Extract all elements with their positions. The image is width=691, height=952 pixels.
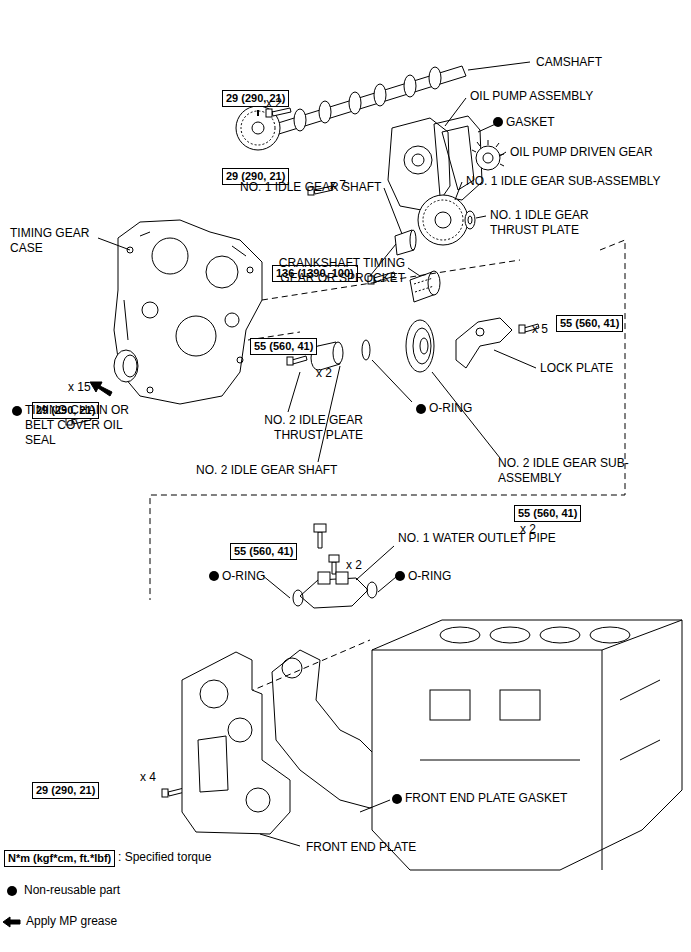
legend-text: Non-reusable part — [24, 883, 120, 898]
torque-value: 29 (290, 21) — [36, 784, 95, 796]
part-name: O-RING — [429, 401, 472, 416]
legend-arrow — [3, 917, 20, 927]
torque-spec-box: 55 (560, 41) — [250, 338, 317, 355]
part-name: NO. 1 IDLE GEAR THRUST PLATE — [490, 208, 620, 238]
oil-seal — [114, 350, 138, 382]
water-outlet-pipe — [293, 572, 377, 608]
torque-spec-box: 55 (560, 41) — [556, 315, 623, 332]
torque-spec-box: 55 (560, 41) — [514, 505, 581, 522]
legend-text: : Specified torque — [118, 850, 211, 865]
front-end-plate — [182, 652, 290, 834]
part-name: CRANKSHAFT TIMING GEAR OR SPROCKET — [255, 256, 405, 286]
torque-value: 55 (560, 41) — [254, 340, 313, 352]
part-name: NO. 1 IDLE GEAR SUB-ASSEMBLY — [466, 174, 661, 189]
quantity-label: x 5 — [532, 322, 548, 337]
part-name: CAMSHAFT — [536, 55, 602, 70]
legend-text: Apply MP grease — [26, 914, 117, 929]
part-name: NO. 2 IDLE GEAR SHAFT — [196, 463, 337, 478]
torque-value: 55 (560, 41) — [560, 317, 619, 329]
non-reusable-dots — [7, 117, 503, 896]
part-name: O-RING — [222, 569, 265, 584]
part-name: GASKET — [506, 115, 555, 130]
quantity-label: x 2 — [316, 366, 332, 381]
quantity-label: x 4 — [140, 770, 156, 785]
cylinder-block — [372, 620, 682, 870]
torque-value: 55 (560, 41) — [518, 507, 577, 519]
part-name: NO. 1 IDLE GEAR SHAFT — [240, 180, 381, 195]
torque-value: 55 (560, 41) — [234, 545, 293, 557]
torque-spec-box: 55 (560, 41) — [230, 543, 297, 560]
part-name: NO. 2 IDLE GEAR THRUST PLATE — [228, 413, 363, 443]
part-name: LOCK PLATE — [540, 361, 613, 376]
torque-value: N*m (kgf*cm, ft.*lbf) — [8, 852, 111, 864]
quantity-label: x 2 — [346, 558, 362, 573]
part-name: TIMING CHAIN OR BELT COVER OIL SEAL — [25, 403, 133, 448]
legend-torque-box: N*m (kgf*cm, ft.*lbf) — [4, 850, 115, 867]
part-name: NO. 2 IDLE GEAR SUB-ASSEMBLY — [498, 456, 648, 486]
part-name: O-RING — [408, 569, 451, 584]
part-name: FRONT END PLATE GASKET — [405, 791, 567, 806]
part-name: TIMING GEAR CASE — [10, 226, 105, 256]
part-name: NO. 1 WATER OUTLET PIPE — [398, 531, 556, 546]
timing-gear-case — [114, 220, 262, 404]
grease-arrow — [90, 382, 112, 396]
quantity-label: x 2 — [266, 96, 282, 111]
torque-spec-box: 29 (290, 21) — [32, 782, 99, 799]
part-name: FRONT END PLATE — [306, 840, 416, 855]
part-name: OIL PUMP DRIVEN GEAR — [510, 145, 653, 160]
quantity-label: x 15 — [68, 380, 91, 395]
crank-gear — [410, 271, 440, 302]
part-name: OIL PUMP ASSEMBLY — [470, 89, 593, 104]
idle-gear-2 — [311, 318, 512, 372]
